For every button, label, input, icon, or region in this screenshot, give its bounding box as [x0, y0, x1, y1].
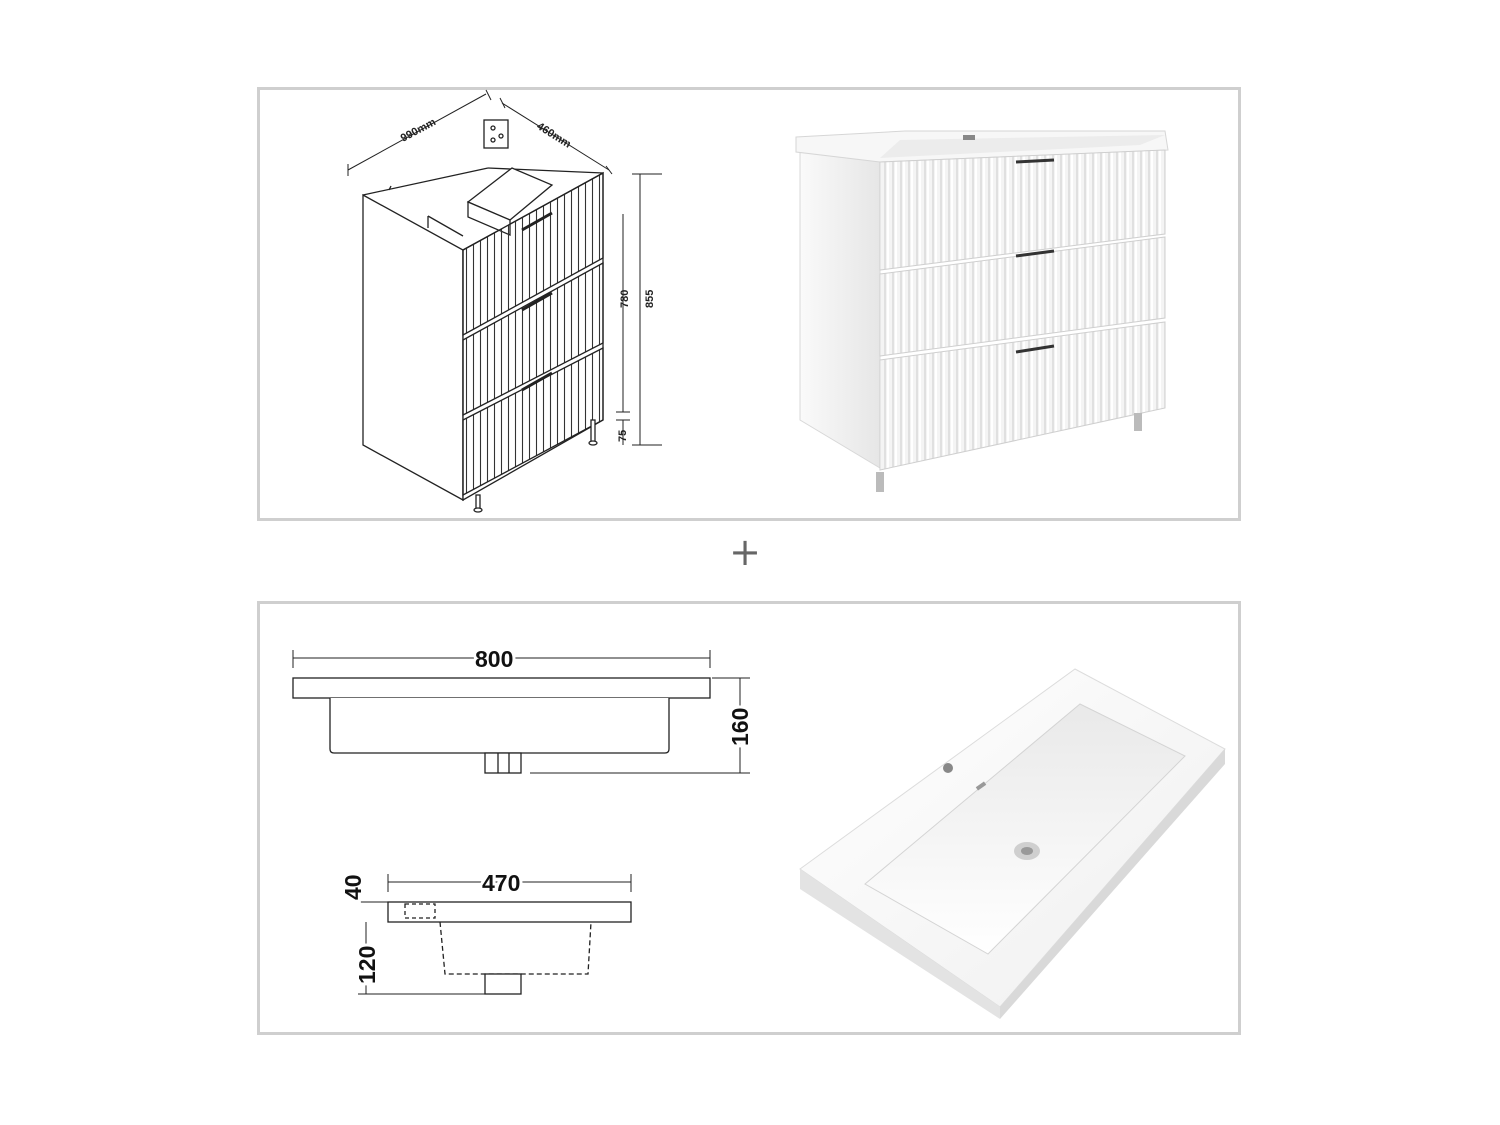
cabinet-product-render: [795, 130, 1169, 492]
plus-separator: +: [729, 530, 761, 574]
cabinet-width-label: 990mm: [399, 116, 438, 144]
cabinet-body-height-label: 780: [619, 290, 631, 308]
basin-width-label: 800: [475, 646, 513, 672]
basin-bowl-label: 120: [354, 946, 380, 984]
basin-side-dimensions: [358, 874, 632, 995]
cabinet-panel: 990mm 460mm 855 780 75: [257, 87, 1241, 521]
basin-drawings: 800 160 470 40 120: [292, 643, 1226, 1019]
basin-side-view: [387, 901, 632, 995]
basin-depth-label: 470: [482, 870, 520, 896]
cabinet-total-height-label: 855: [644, 290, 656, 308]
basin-front-dimensions: [292, 650, 750, 774]
basin-front-view: [292, 677, 711, 774]
basin-rim-label: 40: [340, 874, 366, 900]
cabinet-depth-label: 460mm: [534, 120, 573, 150]
basin-height-label: 160: [727, 708, 753, 746]
cabinet-drawings: 990mm 460mm 855 780 75: [347, 89, 1169, 513]
cabinet-leg-height-label: 75: [617, 430, 629, 442]
basin-product-render: [799, 668, 1226, 1019]
cabinet-line-drawing: [362, 119, 604, 513]
cabinet-dimension-lines: [347, 89, 662, 446]
basin-panel: 800 160 470 40 120: [257, 601, 1241, 1035]
